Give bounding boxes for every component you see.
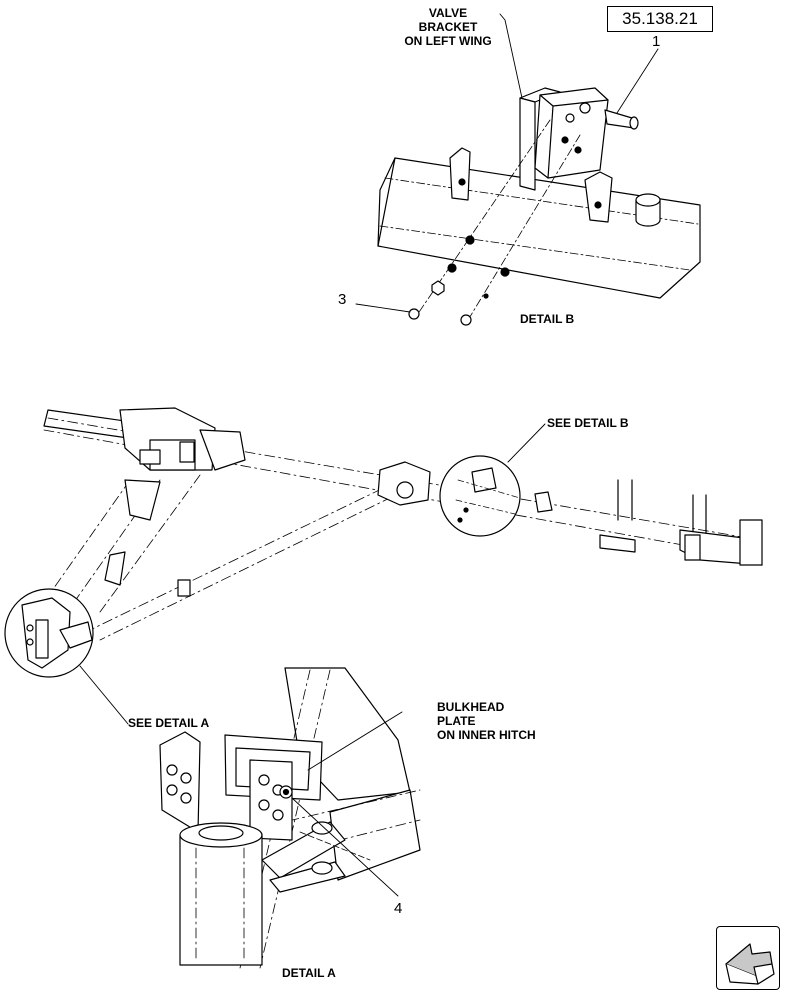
reference-box[interactable]: 35.138.21 — [607, 6, 713, 32]
see-detail-b-label: SEE DETAIL B — [547, 416, 629, 430]
detail-b-title: DETAIL B — [520, 312, 575, 326]
back-nav-button[interactable] — [716, 926, 780, 990]
see-detail-a-label: SEE DETAIL A — [128, 716, 210, 730]
callout-3: 3 — [338, 291, 347, 308]
valve-bracket-label: VALVE BRACKET ON LEFT WING — [404, 6, 492, 48]
detail-a-drawing — [159, 667, 421, 969]
arrow-back-icon — [725, 943, 775, 985]
overview-drawing — [4, 407, 763, 725]
callout-1: 1 — [652, 33, 661, 50]
bulkhead-plate-label: BULKHEAD PLATE ON INNER HITCH — [437, 700, 536, 742]
detail-b-drawing — [355, 13, 701, 326]
detail-a-title: DETAIL A — [282, 966, 336, 980]
callout-4: 4 — [394, 900, 403, 917]
